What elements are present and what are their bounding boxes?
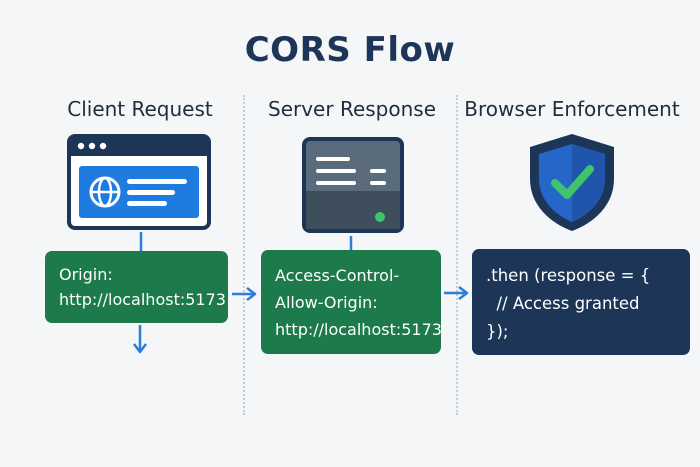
column-heading-server: Server Response	[268, 97, 436, 121]
code-line-2: // Access granted	[486, 294, 640, 313]
column-heading-client: Client Request	[67, 97, 213, 121]
client-box-line-2: http://localhost:5173	[59, 290, 226, 309]
connector-line-server	[349, 236, 353, 252]
arrow-down-client	[133, 325, 147, 354]
column-divider-right	[456, 95, 458, 415]
page-title: CORS Flow	[244, 30, 456, 70]
code-line-1: .then (response = {	[486, 266, 651, 285]
column-heading-browser: Browser Enforcement	[464, 97, 680, 121]
client-origin-box: Origin: http://localhost:5173	[45, 251, 228, 323]
server-box-line-1: Access-Control-	[275, 266, 400, 285]
server-icon	[302, 137, 404, 233]
column-divider-left	[243, 95, 245, 415]
browser-window-globe-icon	[67, 134, 211, 230]
client-box-line-1: Origin:	[59, 265, 113, 284]
code-line-3: });	[486, 322, 509, 341]
connector-line-client	[139, 232, 143, 254]
shield-check-icon	[530, 134, 614, 231]
server-box-line-2: Allow-Origin:	[275, 293, 378, 312]
server-response-box: Access-Control- Allow-Origin: http://loc…	[261, 250, 442, 354]
browser-code-box: .then (response = { // Access granted })…	[472, 249, 690, 355]
arrow-right-client-to-server	[232, 287, 257, 301]
arrow-right-server-to-browser	[444, 286, 469, 300]
server-box-line-3: http://localhost:5173	[275, 320, 442, 339]
